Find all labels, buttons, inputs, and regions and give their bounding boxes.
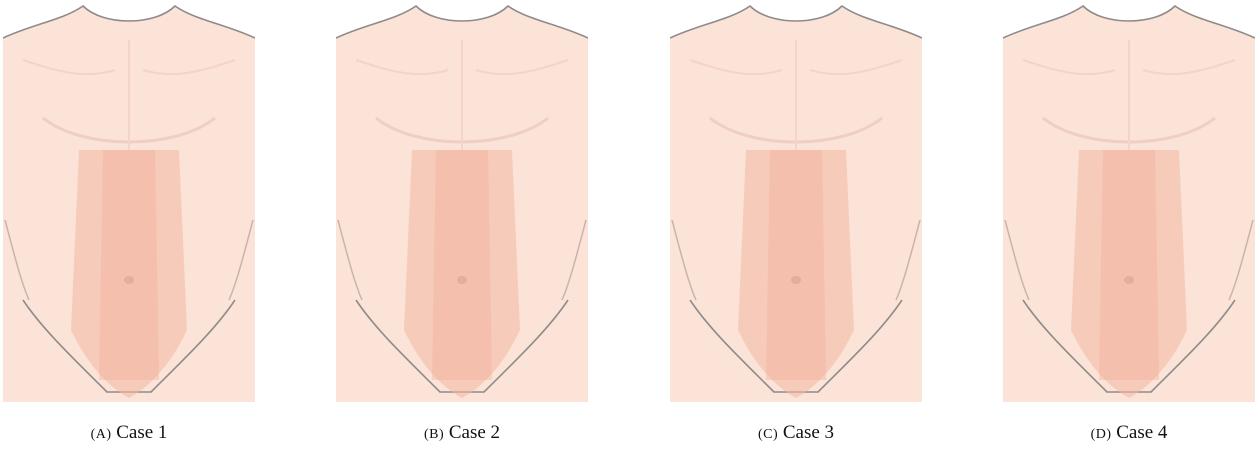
subfigure-label: (C) bbox=[758, 427, 778, 442]
panel-case3: 5 - 5 - c 5 - (C) Case 3 bbox=[670, 0, 922, 451]
subfigure-label: (D) bbox=[1091, 427, 1112, 442]
torso-diagram: 5 - 5 - c 5 - bbox=[670, 0, 922, 402]
subfigure-label: (B) bbox=[424, 427, 444, 442]
subfigure-label: (A) bbox=[91, 427, 112, 442]
caption-text: Case 4 bbox=[1116, 422, 1167, 443]
panel-caption: (A) Case 1 bbox=[3, 422, 255, 444]
torso-diagram: -5 -5 -5 c bbox=[3, 0, 255, 402]
panel-case4: -5 -5 -5 -5 - 12 c (D) Case 4 bbox=[1003, 0, 1255, 451]
caption-text: Case 3 bbox=[783, 422, 834, 443]
caption-text: Case 1 bbox=[116, 422, 167, 443]
panel-case1: -5 -5 -5 c (A) Case 1 bbox=[3, 0, 255, 451]
torso-diagram: -5 -5 -5 -5 - 12 c bbox=[1003, 0, 1255, 402]
caption-text: Case 2 bbox=[449, 422, 500, 443]
panel-caption: (C) Case 3 bbox=[670, 422, 922, 444]
panel-case2: 5 - c -5 (B) Case 2 bbox=[336, 0, 588, 451]
panel-caption: (B) Case 2 bbox=[336, 422, 588, 444]
torso-diagram: 5 - c -5 bbox=[336, 0, 588, 402]
panel-caption: (D) Case 4 bbox=[1003, 422, 1255, 444]
